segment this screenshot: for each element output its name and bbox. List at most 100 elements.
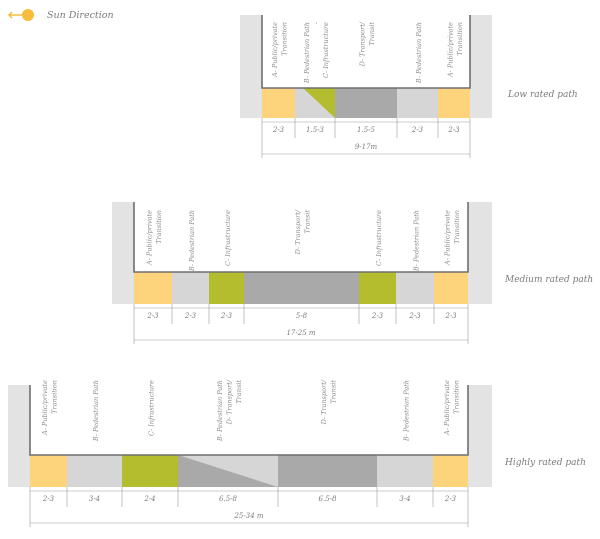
zone-label: D- Transport/ xyxy=(294,209,302,255)
total-width-label: 17-25 m xyxy=(286,329,315,337)
zone-label: C- Infrastructure xyxy=(224,210,232,266)
sun-icon xyxy=(22,9,34,21)
zone-width-label: 2-3 xyxy=(411,126,424,134)
zone-label: D- Transport/ xyxy=(359,21,367,67)
building-wall-left xyxy=(240,15,262,118)
zone-fill xyxy=(67,455,122,487)
building-wall-right xyxy=(468,202,492,304)
zone-label: Transit xyxy=(235,380,243,404)
section-outline xyxy=(261,15,471,89)
zone-label: Transition xyxy=(281,22,289,56)
building-wall-left xyxy=(112,202,134,304)
zone-fill xyxy=(377,455,433,487)
zone-width-label: 2-3 xyxy=(371,312,384,320)
zone-width-label: 1.5-5 xyxy=(357,126,375,134)
zone-label: Transit xyxy=(330,380,338,404)
zone-fill xyxy=(209,272,244,304)
zone-width-label: 2-3 xyxy=(444,312,457,320)
zone-fill xyxy=(438,88,470,118)
zone-width-label: 2-3 xyxy=(447,126,460,134)
zone-infrastructure: C- Infrastructure 2-3 xyxy=(359,210,396,320)
zone-infrastructure: C- Infrastructure 2-4 xyxy=(122,380,178,503)
zone-label: C- Infrastructure xyxy=(147,380,155,436)
zone-label: B- Pedestrian Path xyxy=(415,22,423,84)
zone-width-label: 3-4 xyxy=(399,495,410,503)
zone-label: D- Transport/ xyxy=(225,379,233,425)
zone-diag-infra: B- Pedestrian Path-C- Infrastructure1.5-… xyxy=(295,22,335,134)
zone-pedestrian: B- Pedestrian Path 3-4 xyxy=(67,380,122,503)
zone-transport: D- Transport/Transit 1.5-5 xyxy=(335,21,397,134)
zone-label: Transition xyxy=(456,22,464,56)
zone-fill xyxy=(434,272,468,304)
zone-label: B- Pedestrian Path xyxy=(402,380,410,442)
zone-width-label: 2-3 xyxy=(146,312,159,320)
zone-label: Transition xyxy=(155,210,163,244)
zone-fill xyxy=(30,455,67,487)
zone-width-label: 2-3 xyxy=(444,495,457,503)
total-width-label: 9-17m xyxy=(355,143,378,151)
zone-label: A- Public/private xyxy=(41,380,49,436)
building-wall-right xyxy=(470,15,492,118)
zone-width-label: 2-3 xyxy=(408,312,421,320)
zone-label: B- Pedestrian Path xyxy=(303,22,311,84)
zone-label: A- Public/private xyxy=(444,210,452,266)
zone-width-label: 3-4 xyxy=(89,495,100,503)
zone-fill xyxy=(172,272,209,304)
zone-width-label: 5-8 xyxy=(296,312,308,320)
zone-label: Transition xyxy=(453,380,461,414)
zone-diagonal-fill xyxy=(178,455,278,487)
zone-width-label: 1.5-3 xyxy=(306,126,324,134)
zone-label: A- Public/private xyxy=(271,22,279,78)
zone-fill xyxy=(122,455,178,487)
zone-label: B- Pedestrian Path xyxy=(92,380,100,442)
path-rating-label: Low rated path xyxy=(507,90,578,100)
zone-label: Transition xyxy=(51,380,59,414)
zone-pedestrian: B- Pedestrian Path 2-3 xyxy=(397,22,438,134)
path-rating-label: Highly rated path xyxy=(504,458,586,468)
legend: Sun Direction xyxy=(7,9,114,21)
zone-label: B- Pedestrian Path xyxy=(188,210,196,272)
zone-label: B- Pedestrian Path xyxy=(216,380,224,442)
zone-transport: D- Transport/Transit 6.5-8 xyxy=(278,379,377,503)
zone-width-label: 2-3 xyxy=(42,495,55,503)
section-outline xyxy=(133,202,469,273)
zone-label: C- Infrastructure xyxy=(375,210,383,266)
zone-infrastructure: C- Infrastructure 2-3 xyxy=(209,210,244,320)
legend-label: Sun Direction xyxy=(47,10,114,21)
zone-width-label: 2-4 xyxy=(143,495,155,503)
zone-fill xyxy=(244,272,359,304)
zone-fill xyxy=(359,272,396,304)
zone-label: A- Public/private xyxy=(146,210,154,266)
zone-width-label: 6.5-8 xyxy=(319,495,337,503)
zone-label: D- Transport/ xyxy=(320,379,328,425)
zone-label: Transit xyxy=(368,22,376,46)
zone-width-label: 2-3 xyxy=(220,312,233,320)
sun-direction-arrowhead xyxy=(7,11,13,19)
zone-diagonal-fill xyxy=(303,88,335,118)
total-width-label: 25-34 m xyxy=(233,512,263,520)
zone-pedestrian: B- Pedestrian Path 3-4 xyxy=(377,380,433,503)
path-rating-label: Medium rated path xyxy=(504,275,593,285)
zone-width-label: 2-3 xyxy=(272,126,285,134)
building-wall-left xyxy=(8,385,30,487)
zone-fill xyxy=(433,455,468,487)
zone-fill xyxy=(396,272,434,304)
zone-label: B- Pedestrian Path xyxy=(412,210,420,272)
zone-width-label: 2-3 xyxy=(184,312,197,320)
zone-fill xyxy=(134,272,172,304)
zone-fill xyxy=(397,88,438,118)
zone-fill xyxy=(335,88,397,118)
section-outline xyxy=(29,385,469,456)
